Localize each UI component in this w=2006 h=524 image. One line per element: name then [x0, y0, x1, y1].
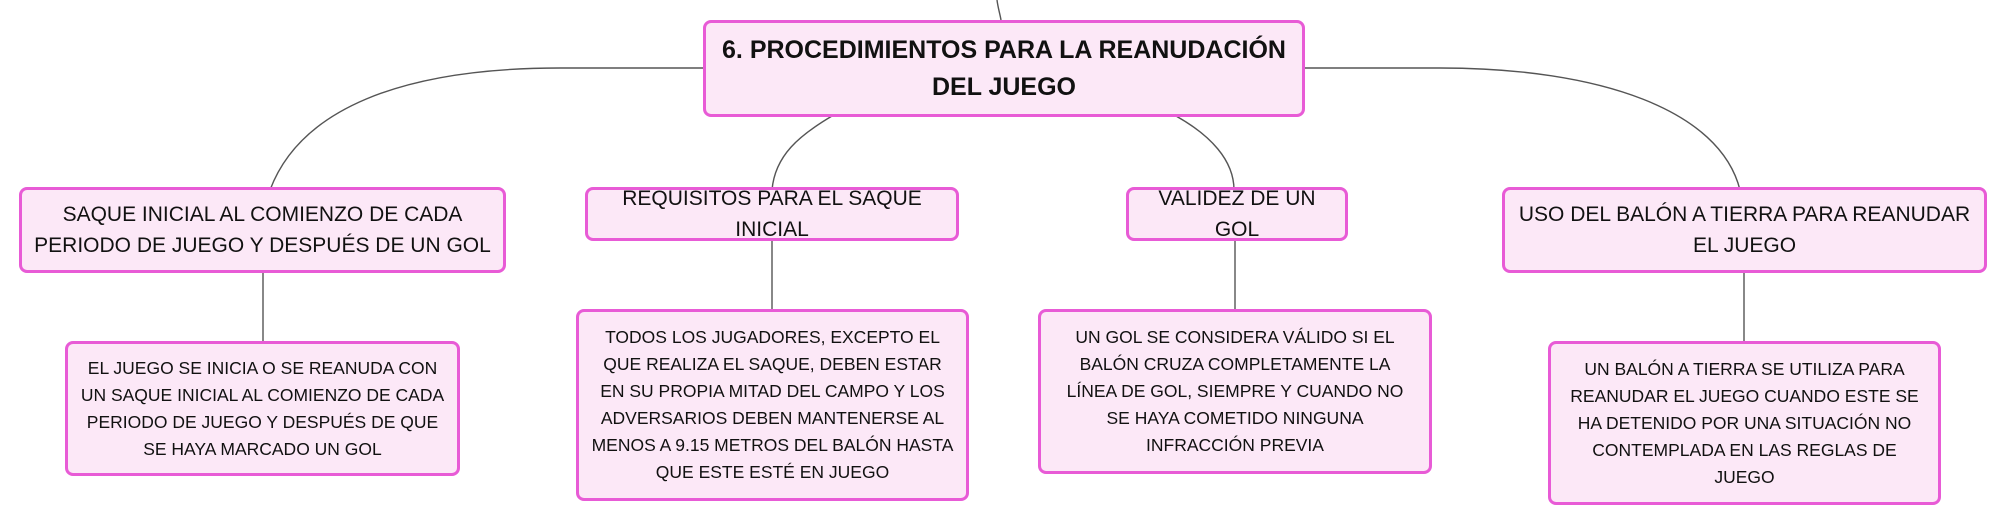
topic-node-validez-gol[interactable]: VALIDEZ DE UN GOL	[1126, 187, 1348, 241]
topic-node-requisitos-saque[interactable]: REQUISITOS PARA EL SAQUE INICIAL	[585, 187, 959, 241]
root-title: 6. PROCEDIMIENTOS PARA LA REANUDACIÓN DE…	[722, 35, 1286, 101]
topic-node-saque-inicial[interactable]: SAQUE INICIAL AL COMIENZO DE CADA PERIOD…	[19, 187, 506, 273]
detail-text: TODOS LOS JUGADORES, EXCEPTO EL QUE REAL…	[591, 327, 954, 482]
topic-label: VALIDEZ DE UN GOL	[1158, 187, 1316, 241]
detail-node-validez-gol[interactable]: UN GOL SE CONSIDERA VÁLIDO SI EL BALÓN C…	[1038, 309, 1432, 474]
connector-parent-to-root	[996, 0, 1002, 21]
detail-node-requisitos-saque[interactable]: TODOS LOS JUGADORES, EXCEPTO EL QUE REAL…	[576, 309, 969, 501]
connector-root-to-topic-4	[1303, 67, 1741, 191]
detail-node-balon-a-tierra[interactable]: UN BALÓN A TIERRA SE UTILIZA PARA REANUD…	[1548, 341, 1941, 505]
detail-node-saque-inicial[interactable]: EL JUEGO SE INICIA O SE REANUDA CON UN S…	[65, 341, 460, 476]
detail-text: EL JUEGO SE INICIA O SE REANUDA CON UN S…	[80, 357, 445, 459]
connector-root-to-topic-3	[1175, 115, 1235, 191]
topic-label: USO DEL BALÓN A TIERRA PARA REANUDAR EL …	[1518, 203, 1971, 257]
connector-root-to-topic-1	[269, 67, 706, 191]
detail-text: UN BALÓN A TIERRA SE UTILIZA PARA REANUD…	[1570, 358, 1919, 487]
connector-root-to-topic-2	[771, 115, 833, 191]
detail-text: UN GOL SE CONSIDERA VÁLIDO SI EL BALÓN C…	[1066, 327, 1404, 455]
root-node[interactable]: 6. PROCEDIMIENTOS PARA LA REANUDACIÓN DE…	[703, 20, 1305, 117]
topic-node-balon-a-tierra[interactable]: USO DEL BALÓN A TIERRA PARA REANUDAR EL …	[1502, 187, 1987, 273]
topic-label: REQUISITOS PARA EL SAQUE INICIAL	[622, 187, 922, 241]
topic-label: SAQUE INICIAL AL COMIENZO DE CADA PERIOD…	[34, 203, 491, 257]
